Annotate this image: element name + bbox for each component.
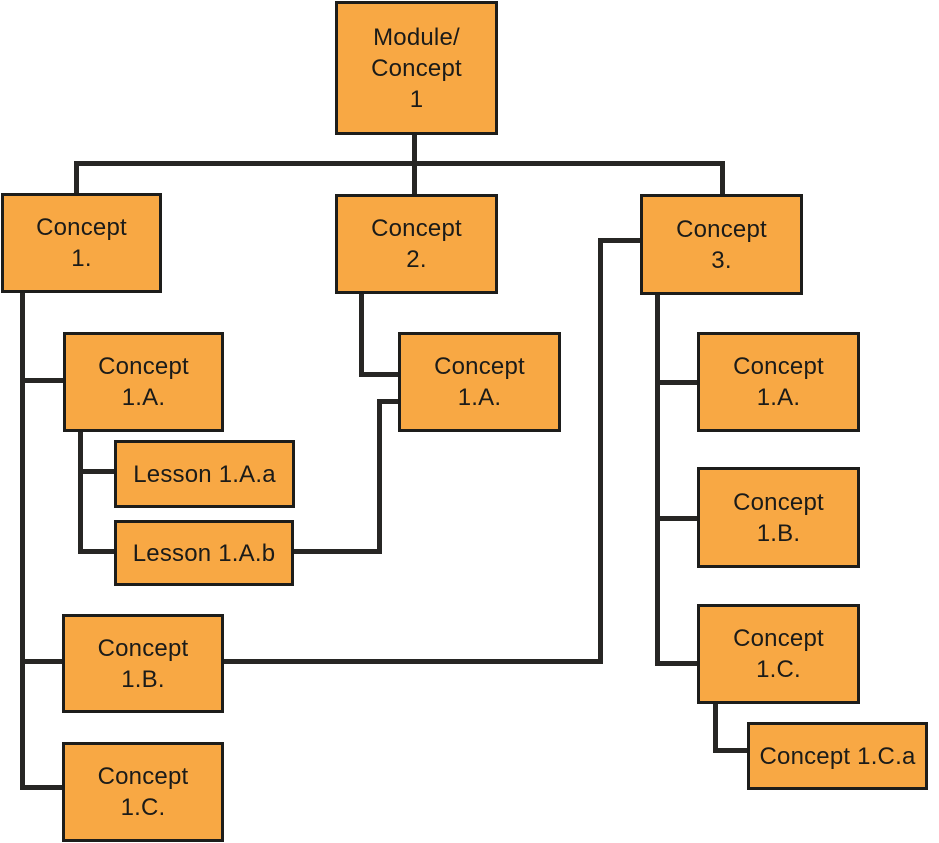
connector-long-vertical	[598, 238, 603, 664]
node-label-line: 1	[409, 85, 424, 113]
node-label-line: Concept	[371, 215, 462, 242]
connector-concept1-to-1c	[20, 785, 64, 790]
node-label-line: Concept	[97, 763, 189, 790]
node-label-line: 1.C.	[756, 656, 801, 683]
node-label-line: 1.C.	[120, 794, 166, 821]
node-label-line: 1.B.	[756, 519, 801, 547]
node-concept-1b-left: Concept 1.B.	[62, 614, 224, 713]
node-concept-1ca: Concept 1.C.a	[747, 722, 928, 790]
connector-concept1b-long-horizontal	[223, 659, 603, 664]
node-label-line: 1.A.	[457, 384, 502, 411]
connector-concept1-to-1a	[20, 378, 65, 383]
node-label-line: Concept	[36, 214, 127, 241]
node-lesson-1ab: Lesson 1.A.b	[114, 520, 294, 586]
node-label-line: Lesson 1.A.a	[133, 460, 276, 488]
connector-concept2-drop	[359, 293, 364, 377]
connector-concept3-to-1b	[655, 516, 699, 521]
connector-concept2-into-mid1a	[359, 372, 400, 377]
node-label-line: Concept	[98, 353, 189, 380]
node-label-line: Lesson 1.A.b	[132, 539, 276, 567]
node-concept-1a-left: Concept 1.A.	[63, 332, 224, 432]
node-label-line: Concept	[676, 215, 767, 243]
node-label-line: Concept 1.C.a	[759, 742, 916, 770]
connector-concept1a-spine	[78, 431, 83, 554]
node-label-line: Concept	[733, 488, 824, 516]
node-concept-2: Concept 2.	[335, 194, 498, 294]
node-label-line: Concept	[434, 353, 525, 380]
node-label-line: Concept	[733, 625, 824, 652]
connector-drop-concept-1	[74, 161, 79, 194]
node-concept-1a-right: Concept 1.A.	[697, 332, 860, 432]
node-label-line: 2.	[406, 246, 427, 273]
connector-concept3-to-1c	[655, 661, 699, 666]
node-label-line: 1.B.	[121, 665, 165, 693]
connector-concept1c-drop	[713, 703, 718, 753]
node-concept-1a-middle: Concept 1.A.	[398, 332, 561, 432]
connector-module-drop	[412, 135, 417, 166]
node-label-line: Concept	[733, 353, 824, 380]
connector-concept1a-to-lesson-b	[78, 549, 116, 554]
node-label-line: Module/	[373, 23, 460, 51]
node-lesson-1aa: Lesson 1.A.a	[114, 440, 295, 508]
connector-concept3-to-1a	[655, 380, 699, 385]
connector-concept1a-to-lesson-a	[78, 469, 116, 474]
connector-concept1c-into-1ca	[713, 748, 749, 753]
connector-concept1-to-1b	[20, 659, 64, 664]
node-label-line: 3.	[711, 246, 732, 274]
node-concept-1c-right: Concept 1.C.	[697, 604, 860, 704]
node-concept-1b-right: Concept 1.B.	[697, 467, 860, 568]
connector-drop-concept-3	[720, 161, 725, 195]
node-concept-3: Concept 3.	[640, 194, 803, 295]
connector-top-bus	[74, 161, 725, 166]
node-label-line: 1.	[71, 245, 92, 272]
node-module-concept-1: Module/ Concept 1	[335, 1, 498, 135]
connector-long-into-concept3	[598, 238, 642, 243]
node-concept-1c-left: Concept 1.C.	[62, 742, 224, 842]
connector-lessonb-right	[293, 549, 382, 554]
connector-lessonb-vertical	[377, 399, 382, 554]
node-label-line: 1.A.	[121, 384, 166, 411]
connector-concept1-spine	[20, 292, 25, 790]
connector-concept3-spine	[655, 294, 660, 666]
connector-drop-concept-2	[412, 161, 417, 195]
node-label-line: 1.A.	[756, 384, 801, 411]
node-label-line: Concept	[97, 634, 189, 662]
node-label-line: Concept	[371, 54, 462, 82]
connector-lessonb-into-mid1a	[377, 399, 400, 404]
node-concept-1: Concept 1.	[1, 193, 162, 293]
